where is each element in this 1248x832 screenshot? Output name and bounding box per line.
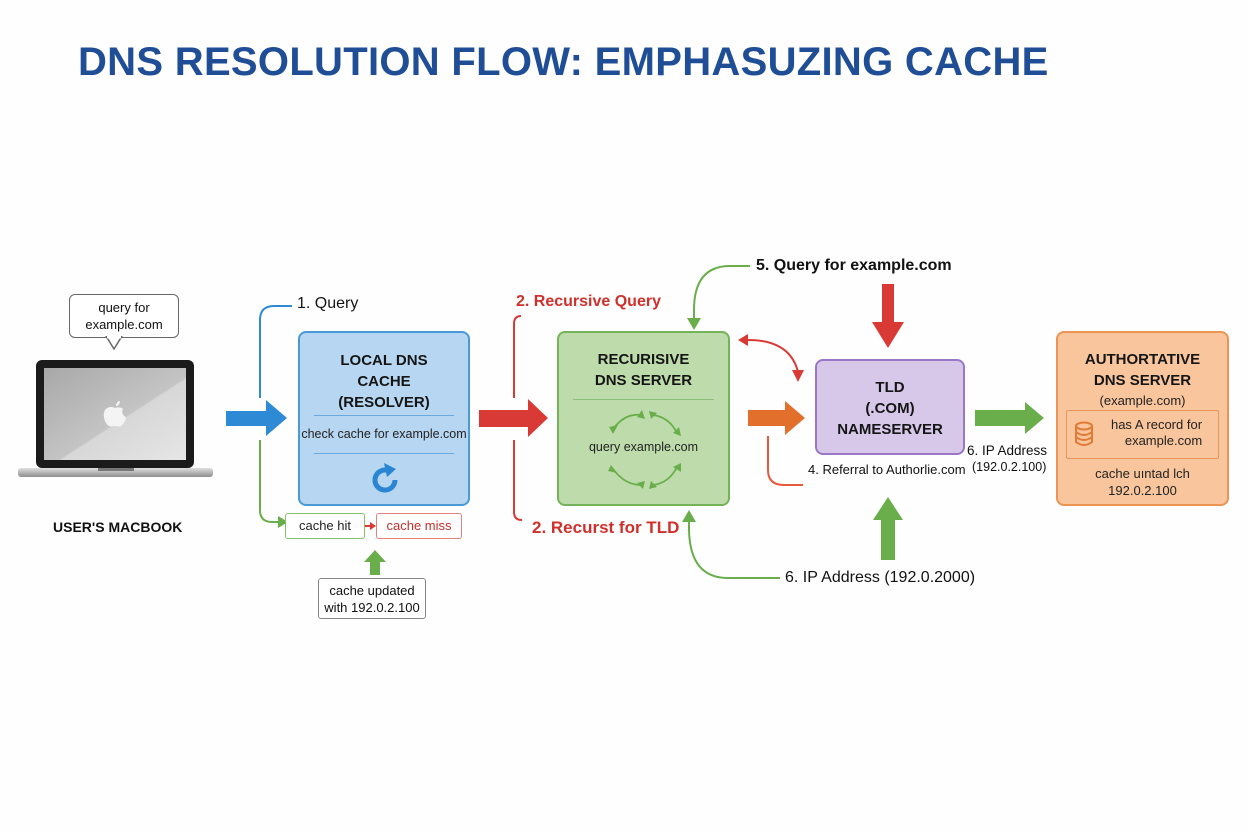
step5-return-arrowhead <box>687 318 701 330</box>
local-dns-cache-box: LOCAL DNS CACHE (RESOLVER) check cache f… <box>298 331 470 506</box>
referral-bracket-line <box>767 436 803 486</box>
auth-title-2: DNS SERVER <box>1093 372 1192 389</box>
cache-hit-connector <box>259 440 278 523</box>
cache-updated-line-2: with 192.0.2.100 <box>324 600 420 615</box>
bubble-line-1: query for <box>98 300 150 315</box>
local-cache-text: check cache for example.com <box>301 427 467 441</box>
tld-nameserver-box: TLD (.COM) NAMESERVER <box>815 359 965 455</box>
step2-recursive-query-label: 2. Recursive Query <box>516 293 661 310</box>
divider <box>573 399 714 400</box>
step5-return-connector <box>693 265 750 318</box>
recursive-tld-exchange-arrowhead-left <box>738 334 748 346</box>
auth-subtitle: (example.com) <box>1099 393 1186 408</box>
client-label: USER'S MACBOOK <box>53 519 183 535</box>
cache-hit-arrowhead <box>278 516 288 528</box>
cycle-arrows-icon <box>608 410 681 489</box>
local-cache-title-3: (RESOLVER) <box>338 394 430 411</box>
laptop-icon <box>18 360 213 477</box>
step6-bottom-label: 6. IP Address (192.0.2000) <box>785 569 976 586</box>
local-cache-title-2: CACHE <box>357 373 411 390</box>
hit-to-miss-arrowhead <box>370 522 376 530</box>
step4-referral-label: 4. Referral to Authorlie.com <box>808 462 966 477</box>
a-record-line-1: has A record for <box>1110 417 1203 432</box>
recursive-dns-server-box: RECURISIVE DNS SERVER query example.com <box>557 331 730 506</box>
recursive-bracket-line <box>513 315 523 521</box>
cache-miss-badge: cache miss <box>376 513 462 539</box>
speech-bubble-tail <box>105 336 123 351</box>
a-record-panel: has A record for example.com <box>1066 410 1219 459</box>
bubble-line-2: example.com <box>85 317 163 332</box>
auth-cache-line-1: cache uıntad lch <box>1095 466 1190 481</box>
auth-title-1: AUTHORTATIVE <box>1084 351 1201 368</box>
client-speech-bubble: query for example.com <box>69 294 179 338</box>
step1-label: 1. Query <box>297 295 359 312</box>
local-cache-title-1: LOCAL DNS <box>340 352 428 369</box>
arrow-recursive-to-tld <box>748 401 805 435</box>
divider <box>314 415 454 416</box>
arrow-tld-to-authoritative <box>975 402 1044 434</box>
step6-ip-address-label: 6. IP Address <box>967 443 1048 458</box>
a-record-line-2: example.com <box>1124 433 1203 448</box>
recursive-title-2: DNS SERVER <box>594 372 693 389</box>
arrow-client-to-cache <box>226 400 287 436</box>
recursive-tld-exchange-connector <box>747 339 799 373</box>
cache-updated-line-1: cache updated <box>329 583 415 598</box>
step6-ip-address-value: (192.0.2.100) <box>972 460 1047 474</box>
recursive-text: query example.com <box>588 440 699 454</box>
query-bracket-line <box>259 305 292 398</box>
tld-title-3: NAMESERVER <box>837 421 943 438</box>
tld-title-1: TLD <box>875 379 905 396</box>
divider <box>314 453 454 454</box>
tld-title-2: (.COM) <box>865 400 915 417</box>
step6-return-arrowhead <box>682 510 696 522</box>
arrow-cache-to-recursive <box>479 399 548 437</box>
step6-return-connector <box>688 522 780 579</box>
arrow-cache-updated <box>364 550 386 575</box>
database-icon <box>1075 421 1093 446</box>
authoritative-dns-server-box: AUTHORTATIVE DNS SERVER (example.com) ha… <box>1056 331 1229 506</box>
refresh-icon <box>372 463 398 493</box>
diagram-title: DNS RESOLUTION FLOW: EMPHASUZING CACHE <box>78 40 1049 84</box>
recursive-tld-exchange-arrowhead-down <box>792 370 804 382</box>
arrow-up-into-tld <box>873 497 903 560</box>
step5-label: 5. Query for example.com <box>756 257 952 274</box>
step2-recurse-tld-label: 2. Recurst for TLD <box>532 518 680 537</box>
recursive-title-1: RECURISIVE <box>597 351 690 368</box>
cache-updated-note: cache updated with 192.0.2.100 <box>318 578 426 619</box>
auth-cache-line-2: 192.0.2.100 <box>1108 483 1177 498</box>
cache-hit-badge: cache hit <box>285 513 365 539</box>
arrow-down-into-tld <box>872 284 904 348</box>
